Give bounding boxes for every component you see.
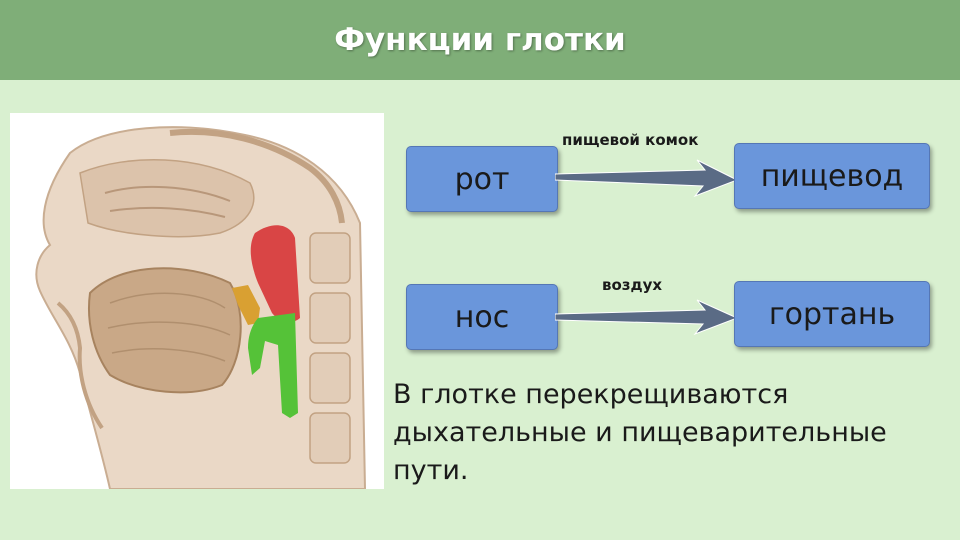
air-label: воздух bbox=[602, 276, 663, 294]
pharynx-anatomy-image bbox=[10, 113, 384, 489]
box-mouth: рот bbox=[406, 146, 558, 212]
title-bar: Функции глотки bbox=[0, 0, 960, 80]
box-esophagus: пищевод bbox=[734, 143, 930, 209]
explanation-text: В глотке перекрещиваются дыхательные и п… bbox=[393, 379, 887, 486]
food-bolus-label: пищевой комок bbox=[562, 131, 699, 149]
box-esophagus-label: пищевод bbox=[760, 158, 904, 194]
box-nose-label: нос bbox=[454, 299, 510, 335]
slide-title: Функции глотки bbox=[334, 22, 626, 58]
box-mouth-label: рот bbox=[454, 161, 510, 197]
box-nose: нос bbox=[406, 284, 558, 350]
box-larynx-label: гортань bbox=[768, 296, 896, 332]
arrow-mouth-to-esophagus bbox=[555, 159, 739, 198]
arrow-nose-to-larynx bbox=[555, 299, 739, 336]
box-larynx: гортань bbox=[734, 281, 930, 347]
